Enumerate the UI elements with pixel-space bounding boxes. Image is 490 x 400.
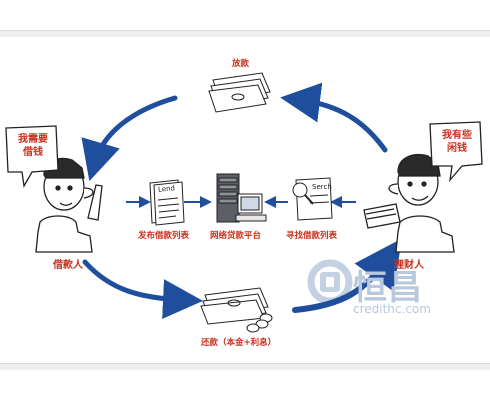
arrow-repay-to-lender [292, 238, 403, 313]
label-repay: 还款（本金+利息） [201, 338, 277, 348]
label-platform: 网络贷款平台 [210, 231, 262, 241]
lender-bubble-text: 我有些 闲钱 [434, 129, 480, 155]
bottom-divider [0, 363, 490, 370]
money-stack-top-icon [208, 72, 271, 113]
borrower-bubble-line2: 借钱 [23, 147, 43, 158]
borrower-speech-bubble [5, 125, 59, 188]
label-lender: 理财人 [394, 260, 424, 271]
server-platform-icon [216, 173, 267, 223]
label-loan-out: 放款 [232, 59, 250, 69]
lender-speech-bubble [429, 121, 483, 183]
lend-list-document-icon [149, 179, 185, 226]
borrower-bubble-line1: 我需要 [18, 134, 48, 145]
lender-bubble-line1: 我有些 [442, 130, 472, 141]
label-publish-list: 发布借款列表 [138, 231, 190, 241]
watermark-brand: 恒昌 [353, 268, 423, 308]
lender-bubble-line2: 闲钱 [447, 143, 467, 154]
search-document-icon [292, 177, 333, 221]
arrow-borrower-to-repay [82, 259, 203, 320]
label-search-list: 寻找借款列表 [286, 231, 338, 241]
label-borrower: 借款人 [53, 260, 83, 271]
borrower-figure-icon [35, 157, 103, 253]
lender-figure-icon [363, 153, 455, 253]
borrower-bubble-text: 我需要 借钱 [10, 133, 56, 159]
top-divider [0, 30, 490, 37]
arrow-lender-to-loan [280, 82, 388, 153]
money-stack-bottom-icon [200, 287, 273, 333]
lend-doc-text: Lend [157, 184, 176, 194]
watermark-url: credithc.com [353, 302, 431, 316]
search-doc-text: Serch [312, 183, 332, 191]
arrow-loan-to-borrower [81, 95, 178, 182]
